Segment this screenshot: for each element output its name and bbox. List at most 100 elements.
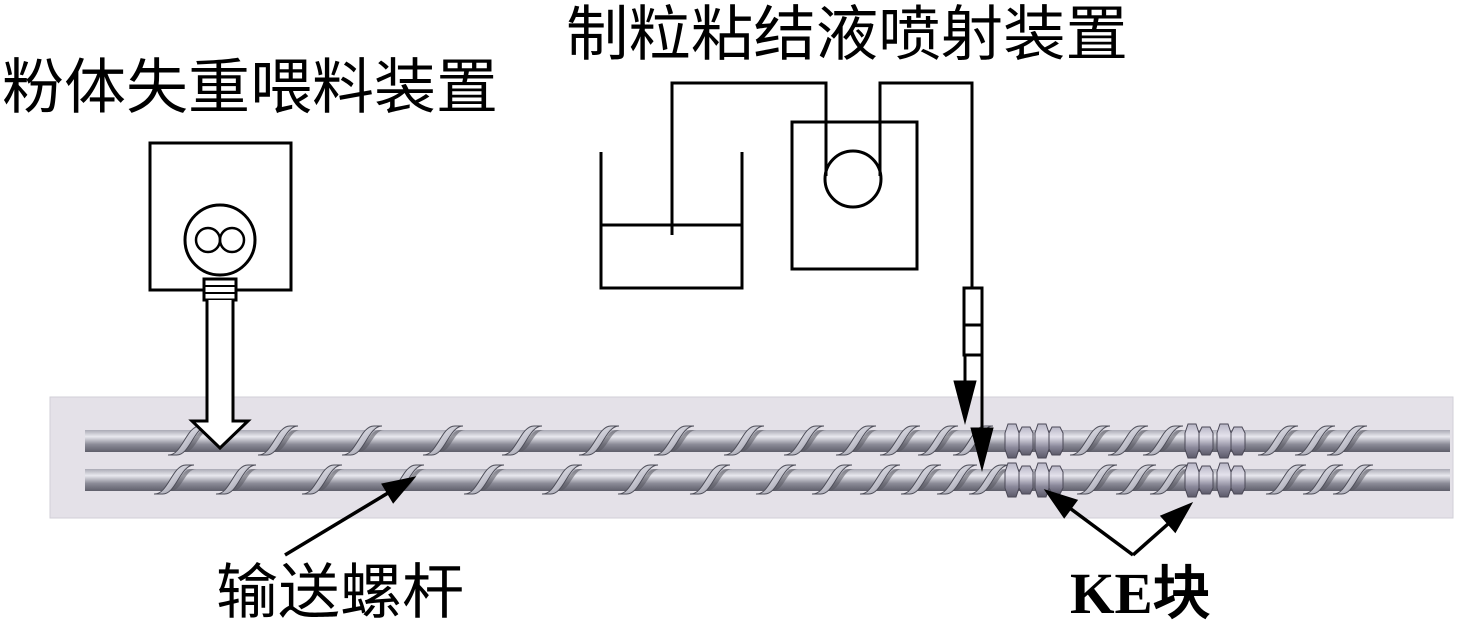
screw-flight — [755, 464, 797, 495]
screw-flight-shadow — [767, 468, 799, 492]
screw-flight-shadow — [179, 429, 211, 453]
screw-flight-shadow — [1088, 468, 1120, 492]
labels: 粉体失重喂料装置 制粒粘结液喷射装置 输送螺杆 KE块 — [2, 0, 1210, 625]
ke-disc — [1004, 423, 1020, 459]
ke-disc — [1230, 426, 1246, 456]
screw-flight-shadow — [823, 468, 855, 492]
screw-flight — [1076, 464, 1118, 495]
screw-flight — [917, 425, 959, 456]
screw-flight — [835, 425, 877, 456]
screw-flight-shadow — [434, 429, 466, 453]
screw-flight-shadow — [1277, 468, 1309, 492]
screw-flight — [900, 464, 942, 495]
ke-disc — [1018, 465, 1034, 495]
screw-flight-shadow — [1127, 468, 1159, 492]
screw-flight — [1332, 464, 1374, 495]
screw-flight — [783, 425, 825, 456]
screw-flight — [1294, 425, 1336, 456]
ke-disc — [1216, 423, 1232, 459]
peristaltic-pump — [823, 149, 883, 209]
screw-flight-shadow — [891, 429, 923, 453]
binder-tube-outlet — [878, 81, 974, 288]
screw-flight — [215, 464, 257, 495]
screw-flight-shadow — [929, 429, 961, 453]
ke-disc — [1198, 465, 1214, 495]
ke-pointer-arrows — [1043, 489, 1194, 557]
binder-liquid-tank — [599, 152, 744, 290]
screw-flight-shadow — [513, 429, 545, 453]
screw-flights — [153, 425, 1376, 495]
ke-pointer-right-line — [1131, 522, 1170, 557]
screw-flight — [1257, 425, 1299, 456]
screw-flight — [952, 425, 994, 456]
screw-flight-shadow — [165, 468, 197, 492]
screw-flight — [811, 464, 853, 495]
ke-disc — [1018, 426, 1034, 456]
barrel — [49, 396, 1454, 519]
ke-pointer-left-head — [1043, 489, 1079, 519]
screw-flight — [653, 425, 695, 456]
screw-flight — [1069, 425, 1111, 456]
screw-flight — [1302, 464, 1344, 495]
binder-tube-inlet — [670, 81, 828, 235]
screw-flight — [1326, 425, 1368, 456]
feeder-outlet-flange — [202, 277, 238, 302]
screw-flight — [422, 425, 464, 456]
ke-disc — [1034, 423, 1050, 459]
ke-label: KE块 — [1070, 561, 1210, 625]
screw-flight — [689, 464, 731, 495]
binder-spray-system — [599, 81, 984, 357]
screw-flight-shadow — [1338, 429, 1370, 453]
screw-flight-shadow — [475, 468, 507, 492]
ke-disc — [1216, 462, 1232, 498]
ke-disc — [1004, 462, 1020, 498]
screw-flight — [541, 464, 583, 495]
upper-screw-shaft — [85, 430, 1450, 452]
spray-arrows — [953, 355, 994, 472]
ke-disc — [1048, 465, 1064, 495]
screw-flight-shadow — [1314, 468, 1346, 492]
ke-blocks — [1004, 423, 1246, 498]
screw-flight-shadow — [1119, 429, 1151, 453]
screw-flight — [879, 425, 921, 456]
screw-flight — [463, 464, 505, 495]
screw-flight — [617, 464, 659, 495]
screw-flight-shadow — [912, 468, 944, 492]
screw-flight-shadow — [665, 429, 697, 453]
screw-flight-shadow — [795, 429, 827, 453]
ke-disc — [1184, 462, 1200, 498]
screw-flight — [501, 425, 543, 456]
screw-flight — [1107, 425, 1149, 456]
screw-flight-shadow — [553, 468, 585, 492]
ke-pointer-left-line — [1069, 507, 1135, 557]
powder-feeder — [148, 141, 293, 302]
screw-pointer-head — [381, 476, 417, 504]
screw-flight-shadow — [590, 429, 622, 453]
twin-screw-symbol-right — [218, 226, 246, 254]
screw-flight — [578, 425, 620, 456]
screw-flight — [1115, 464, 1157, 495]
ke-disc — [1230, 465, 1246, 495]
screw-flight-shadow — [701, 468, 733, 492]
screw-flight-shadow — [980, 468, 1012, 492]
spray-arrow-2-head — [970, 427, 994, 472]
screw-flight-shadow — [1344, 468, 1376, 492]
screw-flight-shadow — [227, 468, 259, 492]
screw-flight-shadow — [269, 429, 301, 453]
screw-pointer-arrow — [284, 476, 417, 557]
screw-flight-shadow — [847, 429, 879, 453]
sprayer-label: 制粒粘结液喷射装置 — [566, 0, 1128, 70]
screw-flight-shadow — [1269, 429, 1301, 453]
screw-flight-shadow — [1306, 429, 1338, 453]
screw-flight-shadow — [1154, 429, 1186, 453]
feeder-label: 粉体失重喂料装置 — [2, 53, 498, 123]
screw-label: 输送螺杆 — [216, 558, 464, 625]
ke-disc — [1184, 423, 1200, 459]
ke-disc — [1198, 426, 1214, 456]
screw-flight-shadow — [871, 468, 903, 492]
screw-flight — [153, 464, 195, 495]
spray-nozzle — [962, 286, 984, 357]
screw-flight — [341, 425, 383, 456]
